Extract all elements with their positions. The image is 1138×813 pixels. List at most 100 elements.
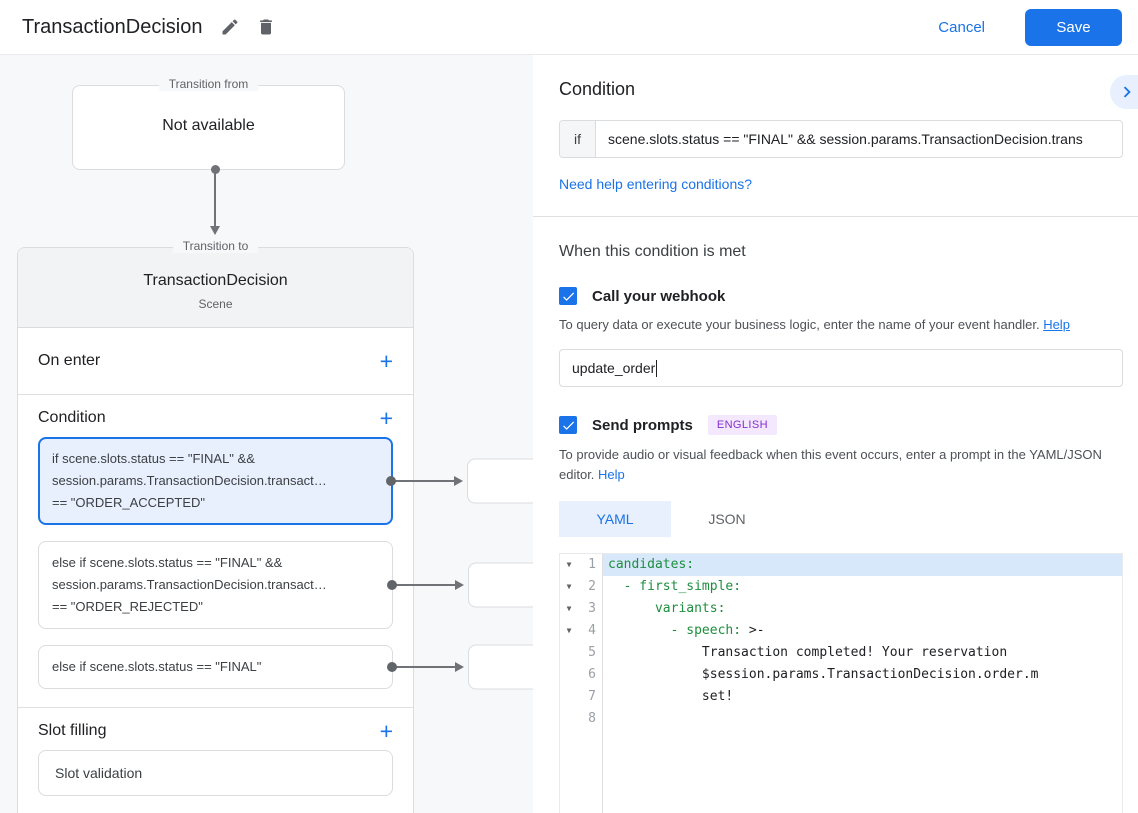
- fold-toggle-icon[interactable]: ▼: [566, 560, 572, 569]
- slot-filling-label: Slot filling: [38, 722, 107, 739]
- prompts-checkbox[interactable]: [559, 416, 577, 434]
- transition-target-box[interactable]: [468, 562, 533, 608]
- line-number: 7: [588, 689, 596, 704]
- fold-gutter: [560, 708, 578, 730]
- add-slot-button[interactable]: +: [379, 717, 393, 744]
- code-text: >-: [741, 623, 765, 638]
- condition-section: Condition + if scene.slots.status == "FI…: [18, 395, 533, 708]
- trash-icon: [260, 19, 273, 35]
- chevron-right-icon: [1123, 86, 1131, 98]
- pencil-icon: [222, 19, 238, 35]
- connector-line: [214, 169, 216, 226]
- prompts-helper-text: To provide audio or visual feedback when…: [559, 445, 1122, 485]
- webhook-label[interactable]: Call your webhook: [592, 287, 726, 305]
- transition-target-box[interactable]: [468, 644, 533, 690]
- if-prefix: if: [560, 121, 596, 157]
- condition-text: else if scene.slots.status == "FINAL": [52, 659, 262, 674]
- code-line: ▼ 1 candidates:: [560, 554, 1122, 576]
- fold-gutter: [560, 686, 578, 708]
- tab-yaml[interactable]: YAML: [559, 501, 671, 537]
- page-title: TransactionDecision: [22, 15, 203, 38]
- code-key: candidates:: [608, 557, 695, 572]
- collapse-panel-button[interactable]: [1110, 75, 1138, 109]
- code-text: set!: [608, 689, 734, 704]
- add-condition-button[interactable]: +: [379, 404, 393, 431]
- connector-dot: [386, 476, 396, 486]
- event-handler-input[interactable]: update_order: [559, 349, 1123, 387]
- condition-text: else if scene.slots.status == "FINAL" &&: [52, 555, 283, 570]
- on-enter-label: On enter: [38, 352, 101, 369]
- webhook-help-link[interactable]: Help: [1043, 317, 1070, 332]
- fold-toggle-icon[interactable]: ▼: [566, 582, 572, 591]
- connector-line: [392, 584, 460, 586]
- transition-target-box[interactable]: [467, 458, 533, 504]
- transition-to-card: Transition to TransactionDecision Scene …: [17, 239, 533, 813]
- event-handler-value: update_order: [572, 360, 656, 376]
- code-line: 6 $session.params.TransactionDecision.or…: [560, 664, 1122, 686]
- scene-graph-canvas: Transition from Not available Transition…: [0, 55, 533, 813]
- conditions-help-link[interactable]: Need help entering conditions?: [559, 176, 753, 192]
- code-line: 8: [560, 708, 1122, 730]
- connector-line: [391, 480, 459, 482]
- transition-from-legend: Transition from: [158, 77, 259, 91]
- edit-title-button[interactable]: [212, 9, 248, 45]
- code-text: $session.params.TransactionDecision.orde…: [608, 667, 1039, 682]
- slot-validation-item[interactable]: Slot validation: [38, 750, 393, 796]
- prompts-label[interactable]: Send prompts: [592, 416, 693, 434]
- condition-text: session.params.TransactionDecision.trans…: [52, 577, 327, 592]
- condition-text: if scene.slots.status == "FINAL" &&: [52, 451, 255, 466]
- line-number: 4: [588, 623, 596, 638]
- on-enter-section: On enter +: [18, 328, 413, 395]
- language-badge: ENGLISH: [707, 415, 777, 435]
- editor-empty-area: [560, 730, 1122, 813]
- add-on-enter-button[interactable]: +: [379, 347, 393, 374]
- webhook-checkbox[interactable]: [559, 287, 577, 305]
- condition-item-final[interactable]: else if scene.slots.status == "FINAL": [38, 644, 533, 690]
- check-icon: [562, 421, 574, 430]
- fold-gutter: [560, 664, 578, 686]
- condition-expression-row: if scene.slots.status == "FINAL" && sess…: [559, 120, 1123, 158]
- check-icon: [562, 292, 574, 301]
- condition-expression-input[interactable]: scene.slots.status == "FINAL" && session…: [608, 131, 1083, 147]
- tab-json[interactable]: JSON: [708, 511, 746, 527]
- slot-item-label: Slot validation: [55, 765, 143, 781]
- fold-gutter: [560, 730, 578, 813]
- line-number: 3: [588, 601, 596, 616]
- code-area: [602, 730, 1122, 813]
- top-bar: TransactionDecision Cancel Save: [0, 0, 1138, 55]
- delete-scene-button[interactable]: [248, 9, 284, 45]
- connector-dot: [387, 662, 397, 672]
- when-condition-met-section: When this condition is met Call your web…: [533, 217, 1138, 813]
- line-number: 1: [588, 557, 596, 572]
- line-number-gutter: [578, 730, 602, 813]
- save-button[interactable]: Save: [1025, 8, 1122, 46]
- code-line: ▼ 4 - speech: >-: [560, 620, 1122, 642]
- fold-toggle-icon[interactable]: ▼: [566, 626, 572, 635]
- connector-arrowhead-icon: [455, 580, 464, 590]
- transition-from-box: Transition from Not available: [72, 77, 345, 170]
- scene-subtitle: Scene: [198, 297, 233, 311]
- condition-text: session.params.TransactionDecision.trans…: [52, 473, 327, 488]
- fold-toggle-icon[interactable]: ▼: [566, 604, 572, 613]
- condition-section-label: Condition: [38, 409, 106, 426]
- condition-text: == "ORDER_REJECTED": [52, 599, 203, 614]
- text-cursor: [656, 359, 658, 377]
- condition-text: == "ORDER_ACCEPTED": [52, 495, 205, 510]
- line-number: 5: [588, 645, 596, 660]
- webhook-helper-text: To query data or execute your business l…: [559, 315, 1122, 335]
- line-number: 8: [588, 711, 596, 726]
- code-key: - speech:: [608, 623, 742, 638]
- transition-from-value: Not available: [162, 117, 255, 134]
- editor-tabs: YAML JSON: [559, 501, 1122, 537]
- condition-detail-panel: Condition if scene.slots.status == "FINA…: [533, 55, 1138, 813]
- connector-arrowhead-icon: [210, 226, 220, 235]
- prompts-help-link[interactable]: Help: [598, 467, 625, 482]
- connector-line: [392, 666, 460, 668]
- condition-item-accepted[interactable]: if scene.slots.status == "FINAL" && sess…: [38, 437, 533, 525]
- code-line: ▼3 variants:: [560, 598, 1122, 620]
- condition-item-rejected[interactable]: else if scene.slots.status == "FINAL" &&…: [38, 541, 533, 629]
- prompts-checkbox-row: Send prompts ENGLISH: [559, 415, 1122, 435]
- cancel-button[interactable]: Cancel: [938, 18, 985, 36]
- fold-gutter: [560, 642, 578, 664]
